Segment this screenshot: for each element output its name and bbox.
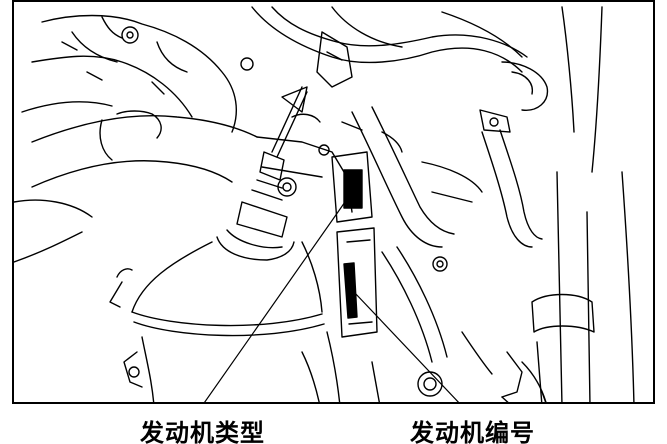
hose-clamp bbox=[316, 31, 511, 133]
right-side-structure bbox=[421, 161, 635, 402]
engine-number-plate bbox=[336, 227, 378, 338]
upper-hoses bbox=[251, 6, 603, 173]
engine-number-label: 发动机编号 bbox=[410, 419, 535, 444]
diagram-frame bbox=[12, 0, 655, 404]
engine-type-label: 发动机类型 bbox=[140, 419, 265, 444]
oxygen-sensor bbox=[216, 86, 308, 261]
leader-line-engine-number bbox=[353, 291, 460, 402]
engine-block-upper-left bbox=[21, 14, 254, 133]
lower-structure bbox=[301, 246, 547, 402]
leader-lines bbox=[204, 191, 460, 402]
leader-line-engine-type bbox=[204, 191, 353, 402]
engine-type-stamp bbox=[331, 151, 373, 223]
exhaust-pipe bbox=[14, 110, 258, 263]
middle-hose bbox=[351, 106, 543, 272]
engine-line-drawing bbox=[14, 6, 635, 402]
catalytic-converter bbox=[109, 241, 341, 402]
